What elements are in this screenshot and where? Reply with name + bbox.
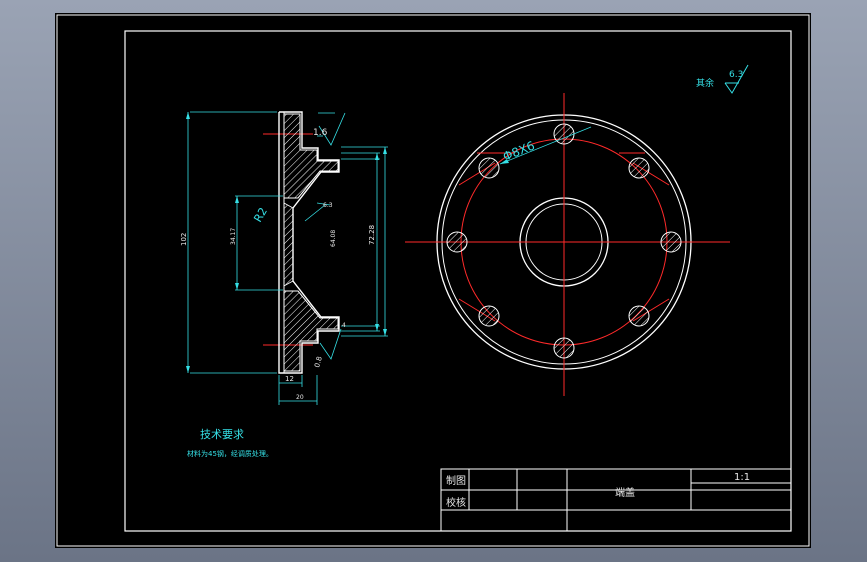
title-block	[440, 468, 792, 532]
bolt-hole	[553, 337, 575, 359]
bolt-hole	[478, 157, 500, 179]
dim-r2: R2	[251, 205, 270, 224]
drawing-sheet: 1.6 R2 6.3 102 34.17 64.08 72.28 4 12 20…	[55, 13, 811, 548]
bolt-hole	[628, 305, 650, 327]
front-view: Φ8X6	[405, 93, 730, 396]
surface-roughness-note: 其余 6.3	[696, 64, 749, 94]
bolt-hole	[660, 231, 682, 253]
dim-0-8: 0.8	[313, 356, 324, 369]
part-name: 端盖	[615, 488, 635, 499]
roughness-symbol	[724, 64, 749, 94]
checked-by-label: 校核	[446, 498, 466, 509]
dim-20: 20	[296, 394, 304, 401]
drawing-canvas: 1.6 R2 6.3 102 34.17 64.08 72.28 4 12 20…	[56, 14, 810, 547]
dim-4: 4	[342, 322, 346, 329]
hole-callout: Φ8X6	[501, 138, 537, 163]
scale-value: 1:1	[734, 472, 751, 483]
dim-64-08: 64.08	[330, 230, 337, 247]
tech-requirements-text: 材料为45钢，经调质处理。	[187, 449, 273, 458]
hatch-top	[283, 113, 339, 199]
hatch-bottom	[283, 290, 339, 372]
hatch-web	[283, 202, 294, 287]
drawn-by-label: 制图	[446, 476, 466, 487]
bolt-hole	[478, 305, 500, 327]
bolt-holes	[446, 123, 682, 359]
outer-frame	[56, 14, 810, 547]
tech-requirements-title: 技术要求	[200, 428, 244, 441]
bolt-hole	[446, 231, 468, 253]
dim-102: 102	[180, 233, 188, 246]
bolt-hole	[628, 157, 650, 179]
dim-34-17: 34.17	[230, 228, 237, 245]
surface-note-label: 其余	[696, 77, 714, 89]
dim-72-28: 72.28	[368, 225, 376, 245]
dim-1-6: 1.6	[313, 128, 328, 138]
dim-12: 12	[285, 375, 294, 383]
section-view: 1.6 R2 6.3 102 34.17 64.08 72.28 4 12 20…	[180, 111, 388, 405]
surface-note-value: 6.3	[729, 70, 743, 80]
dim-6-3: 6.3	[323, 202, 333, 209]
